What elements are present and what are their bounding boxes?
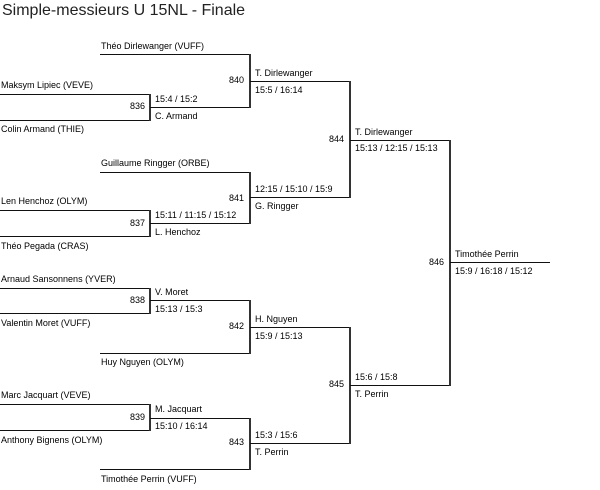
bracket-line — [0, 120, 151, 121]
match-number: 844 — [328, 134, 344, 144]
player-name: Maksym Lipiec (VEVE) — [1, 80, 94, 90]
bracket-line — [350, 385, 451, 386]
bracket-line — [100, 353, 251, 354]
match-number: 842 — [228, 321, 244, 331]
bracket-line — [250, 81, 351, 82]
bracket-line — [150, 418, 251, 419]
bracket-line — [0, 313, 151, 314]
bracket-line — [350, 140, 451, 141]
match-number: 840 — [228, 75, 244, 85]
match-winner: G. Ringger — [255, 201, 299, 211]
player-name: Huy Nguyen (OLYM) — [101, 357, 184, 367]
match-winner: T. Dirlewanger — [355, 127, 413, 137]
player-name: Théo Dirlewanger (VUFF) — [101, 41, 205, 51]
match-score: 15:6 / 15:8 — [355, 372, 398, 382]
player-name: Len Henchoz (OLYM) — [1, 196, 88, 206]
bracket-connector — [449, 140, 451, 386]
bracket-line — [0, 404, 151, 405]
tournament-winner: Timothée Perrin — [455, 249, 519, 259]
bracket-line — [250, 327, 351, 328]
player-name: Anthony Bignens (OLYM) — [1, 435, 103, 445]
match-score: 15:13 / 15:3 — [155, 304, 203, 314]
bracket-line — [100, 54, 251, 55]
match-winner: V. Moret — [155, 287, 189, 297]
bracket-line — [100, 469, 251, 470]
bracket-line — [0, 210, 151, 211]
bracket-line — [150, 300, 251, 301]
match-number: 839 — [129, 412, 145, 422]
match-winner: T. Dirlewanger — [255, 68, 313, 78]
bracket-line — [0, 288, 151, 289]
match-score: 15:10 / 16:14 — [155, 421, 208, 431]
bracket-line — [100, 172, 251, 173]
bracket-line — [450, 262, 550, 263]
match-score: 15:4 / 15:2 — [155, 94, 198, 104]
match-score: 15:11 / 11:15 / 15:12 — [155, 210, 237, 220]
bracket-connector — [149, 404, 151, 431]
match-winner: L. Henchoz — [155, 227, 201, 237]
match-winner: M. Jacquart — [155, 404, 203, 414]
match-score: 15:9 / 15:13 — [255, 331, 303, 341]
player-name: Théo Pegada (CRAS) — [1, 241, 89, 251]
player-name: Colin Armand (THIE) — [1, 124, 85, 134]
bracket-line — [150, 223, 251, 224]
player-name: Valentin Moret (VUFF) — [1, 318, 91, 328]
page-title: Simple-messieurs U 15NL - Finale — [2, 2, 246, 19]
match-score: 12:15 / 15:10 / 15:9 — [255, 184, 333, 194]
match-score: 15:13 / 12:15 / 15:13 — [355, 143, 438, 153]
bracket-line — [0, 430, 151, 431]
match-number: 838 — [129, 295, 145, 305]
bracket-connector — [349, 81, 351, 198]
bracket-line — [250, 443, 351, 444]
match-score: 15:9 / 16:18 / 15:12 — [455, 266, 533, 276]
match-number: 837 — [129, 218, 145, 228]
bracket-connector — [249, 172, 251, 224]
bracket-line — [0, 236, 151, 237]
match-number: 843 — [228, 437, 244, 447]
match-winner: T. Perrin — [255, 447, 289, 457]
bracket-line — [0, 94, 151, 95]
match-winner: H. Nguyen — [255, 314, 298, 324]
match-number: 841 — [228, 193, 244, 203]
player-name: Arnaud Sansonnens (YVER) — [1, 274, 116, 284]
bracket-line — [250, 197, 351, 198]
match-winner: C. Armand — [155, 111, 198, 121]
match-number: 846 — [428, 257, 444, 267]
match-score: 15:3 / 15:6 — [255, 430, 298, 440]
player-name: Timothée Perrin (VUFF) — [101, 474, 197, 484]
match-winner: T. Perrin — [355, 389, 389, 399]
match-score: 15:5 / 16:14 — [255, 85, 303, 95]
match-number: 845 — [328, 379, 344, 389]
bracket-line — [150, 107, 251, 108]
bracket-connector — [149, 288, 151, 314]
player-name: Guillaume Ringger (ORBE) — [101, 158, 210, 168]
player-name: Marc Jacquart (VEVE) — [1, 390, 91, 400]
match-number: 836 — [129, 101, 145, 111]
bracket-connector — [249, 418, 251, 470]
